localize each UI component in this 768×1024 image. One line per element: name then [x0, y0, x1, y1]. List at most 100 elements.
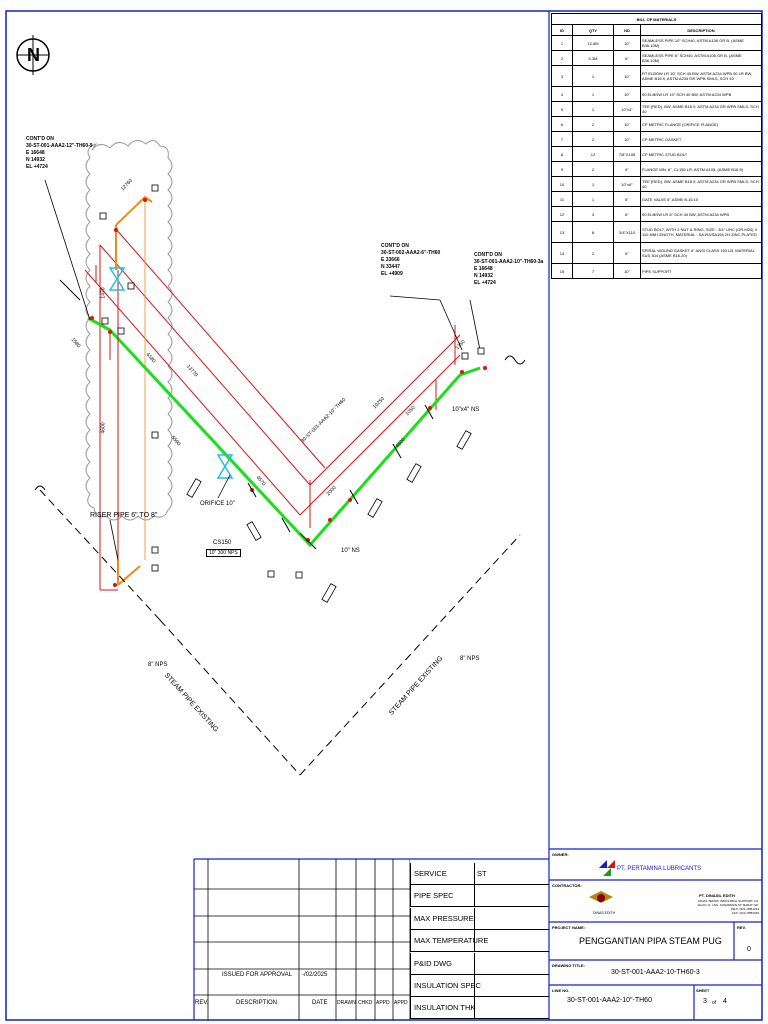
cs150b-label: 10" 300 NPS [206, 549, 241, 557]
bom-cell-nd: 10"x6" [613, 176, 641, 192]
spec-row: INSULATION THK [410, 997, 549, 1020]
rev-value: 0 [747, 946, 751, 953]
contractor-logo-caption: DINAS EDITH [593, 911, 616, 915]
bom-cell-desc: SEAMLESS PIPE 10" SCH40, ASTM A106 GR B,… [640, 35, 762, 51]
spec-row: INSULATION SPEC [410, 975, 549, 997]
bom-cell-qty: 2 [572, 116, 614, 132]
bom-cell-desc: FLANGE WN, 6", CL150 LR, ASTM A105, (ASM… [640, 161, 762, 177]
drawing-title: 30-ST-001-AAA2-10-TH60-3 [611, 969, 700, 976]
bom-cell-id: 15 [551, 263, 573, 279]
spec-label: MAX PRESSURE [414, 913, 474, 923]
dimension-value: 4600 [100, 422, 107, 434]
north-arrow-icon [16, 35, 50, 75]
bom-cell-desc: PIPE SUPPORT [640, 263, 762, 279]
spec-row: MAX PRESSURE [410, 907, 549, 930]
bom-cell-qty: 5.3M [572, 50, 614, 66]
spec-row: P&ID DWG [410, 952, 549, 975]
orifice-label: ORIFICE 10" [200, 501, 235, 507]
bom-cell-id: 7 [551, 131, 573, 147]
bom-cell-qty: 1 [572, 176, 614, 192]
dimension-lines [84, 227, 461, 591]
bom-cell-desc: RT ELBOW LR 10" SCH 40 BW, ASTM A234 WPB… [640, 65, 762, 87]
revision-header-chkd: CHKD [358, 1000, 373, 1006]
bom-cell-qty: 12 [572, 146, 614, 162]
bom-cell-desc: 90 ELBOW LR 6" SCH 40 BW, ASTM A234 WPB [640, 206, 762, 222]
pipe-10in-new [87, 316, 481, 548]
sheet-border [5, 10, 763, 1021]
bom-header-description: DESCRIPTION [640, 24, 762, 36]
bom-cell-id: 13 [551, 221, 573, 243]
revision-row-date: -/02/2025 [302, 972, 328, 978]
bom-cell-desc: SEAMLESS PIPE 6" SCH40, ASTM A106 GR B, … [640, 50, 762, 66]
bom-cell-id: 3 [551, 65, 573, 87]
spec-label: P&ID DWG [414, 958, 452, 968]
bom-cell-nd: 10" [613, 35, 641, 51]
bom-cell-desc: 90 ELBOW LR 10" SCH 40 BW, ASTM A234 WPB [640, 86, 762, 102]
nps8b-label: 8" NPS [460, 656, 480, 662]
nps8a-label: 8" NPS [148, 662, 168, 668]
bom-cell-desc: SPIRAL WOUND GASKET 6" ANSI CLASS 150 LB… [640, 242, 762, 264]
pertamina-logo-icon [599, 860, 615, 876]
bom-cell-id: 4 [551, 86, 573, 102]
bom-cell-nd: 10" [613, 86, 641, 102]
spec-label: SERVICE [414, 869, 447, 878]
spec-label: INSULATION THK [414, 1003, 476, 1013]
revision-cloud [85, 140, 173, 521]
bom-cell-desc: CP METRIC FLANGE (ORIFICE FLANGE) [640, 116, 762, 132]
contractor-label: CONTRACTOR: [552, 883, 582, 888]
revision-header-date: DATE [312, 1000, 328, 1006]
spec-row: SERVICE ST [410, 863, 549, 885]
sheet-no: 3 [703, 998, 707, 1005]
break-symbols [34, 279, 526, 491]
bom-header-qty: QTY [572, 24, 614, 36]
existing-steam-pipe [39, 489, 521, 776]
bom-cell-desc: CP METRIC GASKET [640, 131, 762, 147]
bom-cell-id: 6 [551, 116, 573, 132]
bom-cell-qty: 1 [572, 191, 614, 207]
bom-cell-id: 12 [551, 206, 573, 222]
pipe-6in-run [115, 195, 153, 586]
dimension-value: 1470 [100, 287, 107, 299]
bom-cell-qty: 8 [572, 221, 614, 243]
bom-cell-qty: 3 [572, 206, 614, 222]
bom-cell-nd: 10" [613, 263, 641, 279]
bom-cell-qty: 12.5M [572, 35, 614, 51]
revision-header-rev: REV. [195, 1000, 209, 1006]
bom-cell-nd: 3/4"X110 [613, 221, 641, 243]
bom-cell-id: 8 [551, 146, 573, 162]
bom-cell-id: 9 [551, 161, 573, 177]
bom-cell-desc: GATE VALVE 6",ASME B.16.10 [640, 191, 762, 207]
riser-label: RISER PIPE 6" TO 8" [90, 512, 158, 519]
revision-header-appd: APPD [376, 1000, 390, 1006]
flange-marks [247, 404, 434, 550]
bom-cell-id: 2 [551, 50, 573, 66]
spec-value: ST [477, 869, 487, 878]
bill-of-materials-table: BILL OF MATERIALS ID QTY ND DESCRIPTION … [551, 13, 762, 279]
nps10b-label: 10" NS [341, 548, 360, 554]
bom-cell-qty: 1 [572, 86, 614, 102]
bom-cell-id: 10 [551, 176, 573, 192]
bom-cell-nd: 6" [613, 242, 641, 264]
nps10a-label: 10"x4" NS [452, 407, 480, 413]
bom-cell-desc: TEE (RED), BW, ASME B16.9, ASTM A234 GR … [640, 101, 762, 117]
bom-cell-qty: 1 [572, 65, 614, 87]
owner-label: OWNER: [552, 852, 569, 857]
bom-cell-nd: 7/8"X105 [613, 146, 641, 162]
bom-cell-qty: 2 [572, 131, 614, 147]
pipe-support-tags [99, 184, 485, 579]
